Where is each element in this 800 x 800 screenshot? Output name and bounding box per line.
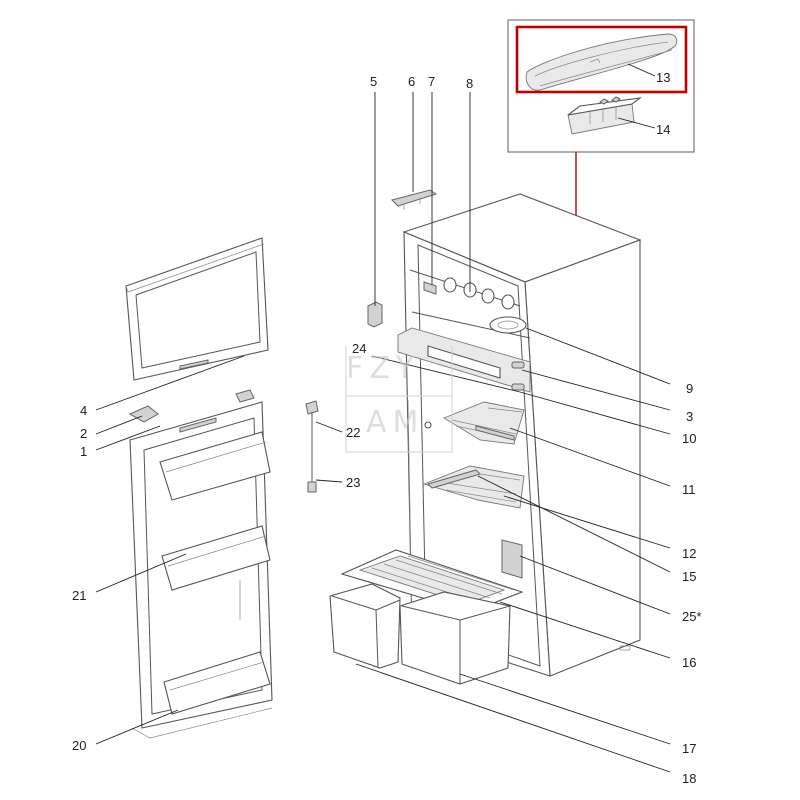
callout-17: 17	[682, 741, 696, 756]
callout-15: 15	[682, 569, 696, 584]
part-11-upper-glass-shelf[interactable]	[442, 401, 525, 445]
callout-14: 14	[656, 122, 670, 137]
callout-1: 1	[80, 444, 87, 459]
callout-12: 12	[682, 546, 696, 561]
part-21-door-bin-middle[interactable]	[161, 525, 271, 591]
part-13-door-shelf-trim[interactable]	[525, 33, 678, 91]
callout-21: 21	[72, 588, 86, 603]
callout-10: 10	[682, 431, 696, 446]
part-5-hinge[interactable]	[367, 301, 383, 328]
callout-labels: 5 6 7 8 24 9 3 10 11 12 15 25* 16 17 18 …	[72, 74, 702, 786]
callout-9: 9	[686, 381, 693, 396]
callout-13: 13	[656, 70, 670, 85]
part-12-middle-shelf[interactable]	[422, 465, 525, 509]
part-4-freezer-door[interactable]	[125, 237, 269, 381]
part-2-hinge-bracket[interactable]	[128, 389, 255, 423]
leader-lines	[95, 92, 671, 773]
part-17-crisper-drawer[interactable]	[399, 591, 511, 685]
callout-8: 8	[466, 76, 473, 91]
highlight-frame-part-13	[515, 25, 688, 94]
part-18-crisper-drawer[interactable]	[329, 583, 401, 669]
part-6-thermostat-bracket[interactable]	[391, 189, 438, 210]
part-20-fridge-door[interactable]	[129, 401, 273, 739]
callout-25: 25*	[682, 609, 702, 624]
watermark: FZY AM	[345, 346, 453, 453]
watermark-bottom: AM	[366, 405, 424, 440]
callout-18: 18	[682, 771, 696, 786]
callout-5: 5	[370, 74, 377, 89]
callout-11: 11	[682, 482, 696, 497]
callout-16: 16	[682, 655, 696, 670]
inset-detail-box: 13 14	[507, 19, 695, 153]
part-21-door-bin-bottom[interactable]	[163, 651, 271, 715]
callout-23: 22	[346, 425, 360, 440]
callout-22: 24	[352, 341, 366, 356]
callout-7: 7	[428, 74, 435, 89]
callout-6: 6	[408, 74, 415, 89]
callout-24: 23	[346, 475, 360, 490]
part-22-control-housing[interactable]	[397, 327, 531, 393]
callout-2: 2	[80, 426, 87, 441]
part-23-24-sensor-cable[interactable]	[305, 400, 319, 493]
part-14-small-tray[interactable]	[567, 96, 643, 135]
watermark-top: FZY	[346, 351, 420, 386]
callout-3: 3	[686, 409, 693, 424]
callout-4: 4	[80, 403, 87, 418]
callout-20: 20	[72, 738, 86, 753]
